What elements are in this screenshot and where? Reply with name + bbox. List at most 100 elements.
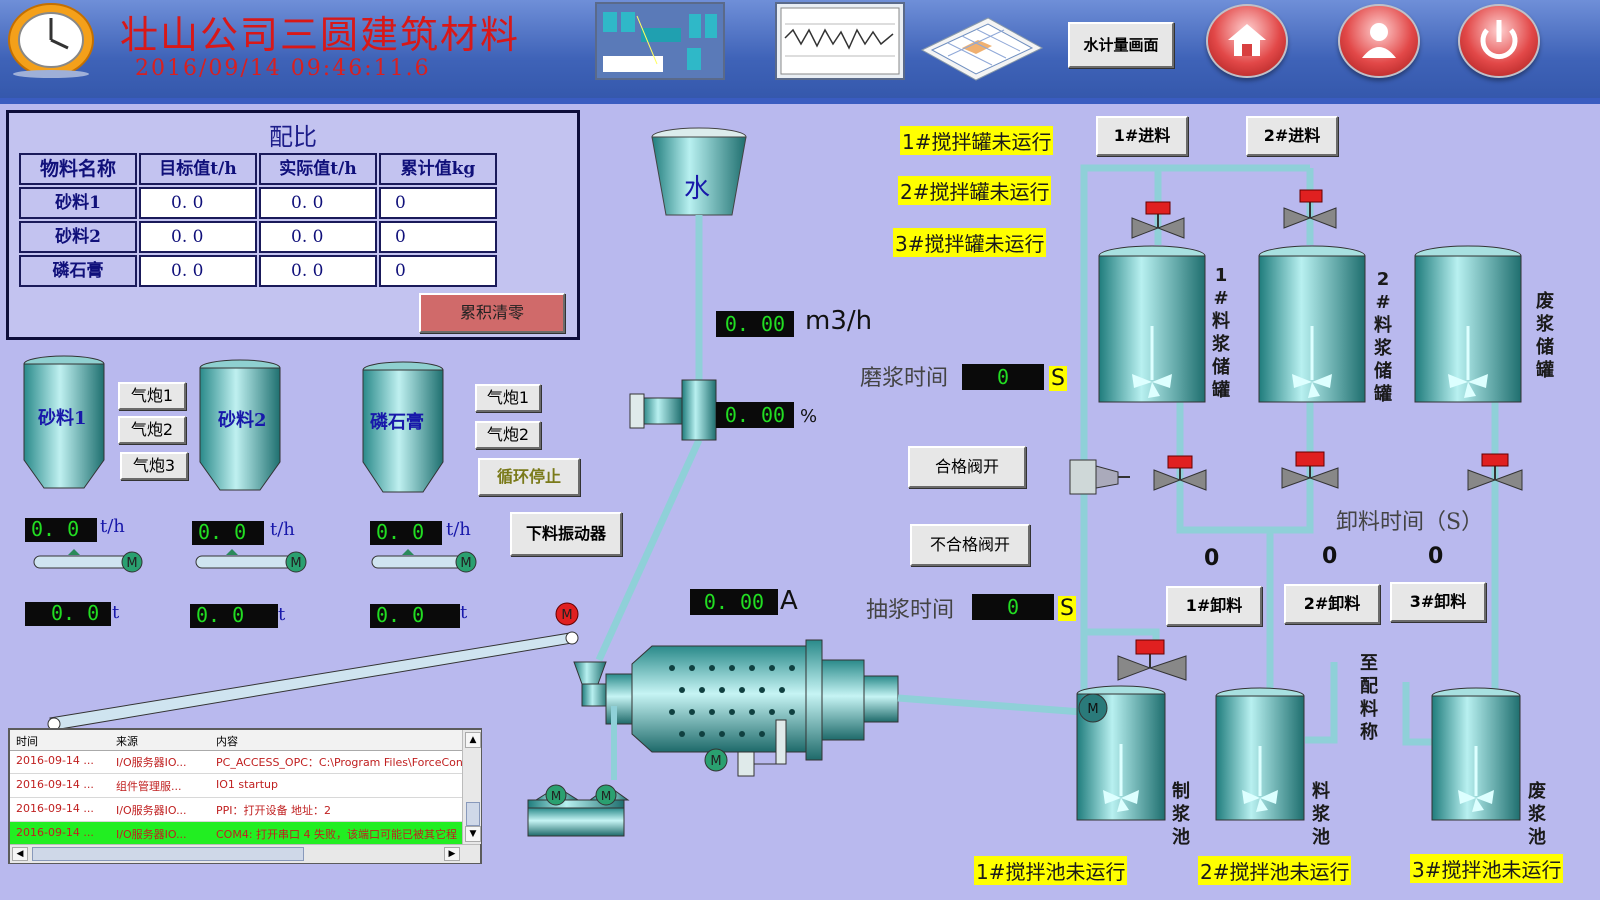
svg-text:M: M	[460, 556, 471, 571]
valve-1-discharge	[1153, 455, 1207, 491]
log-vertical-scrollbar[interactable]: ▲ ▼	[462, 730, 481, 844]
user-icon[interactable]	[1338, 4, 1420, 78]
log-source: I/O服务器IO...	[116, 756, 187, 769]
mixer-1-status: 1#搅拌罐未运行	[900, 126, 1054, 155]
event-log-header: 时间 来源 内容	[10, 730, 462, 751]
air-cannon-3-button[interactable]: 气炮3	[120, 452, 188, 480]
storage-tank-waste-label-text: 废浆储罐	[1536, 291, 1554, 381]
silo-sand2	[199, 359, 281, 491]
feed-vibrator-button[interactable]: 下料振动器	[510, 512, 622, 556]
sand2-total-display: 0. 0	[190, 604, 278, 628]
storage-tank-waste-label: 废浆储罐	[1534, 290, 1556, 382]
water-meter-button[interactable]: 水计量画面	[1068, 22, 1174, 68]
valve-opening-display: 0. 00	[716, 402, 794, 428]
material-name: 砂料1	[19, 187, 137, 219]
water-flow-unit: m3/h	[805, 306, 873, 336]
svg-text:M: M	[1087, 702, 1098, 717]
valve-2-discharge	[1281, 451, 1339, 489]
process-overview-thumbnail[interactable]	[595, 2, 725, 80]
log-time: 2016-09-14 ...	[16, 778, 94, 791]
slurry-pumps: M M	[527, 784, 630, 837]
mill-drive-motor: M	[704, 719, 787, 777]
gypsum-total-display: 0. 0	[370, 604, 460, 628]
mixer-3-status: 3#搅拌罐未运行	[893, 228, 1047, 257]
silos-graphic	[23, 355, 444, 493]
actual-value: 0. 0	[259, 255, 377, 287]
log-row[interactable]: 2016-09-14 ... I/O服务器IO... PC_ACCESS_OPC…	[10, 750, 462, 774]
log-row[interactable]: 2016-09-14 ... 组件管理服... IO1 startup	[10, 774, 462, 798]
log-row[interactable]: 2016-09-14 ... I/O服务器IO... PPI：打开设备 地址：2	[10, 798, 462, 822]
target-value: 0. 0	[139, 221, 257, 253]
scroll-thumb[interactable]	[466, 802, 480, 826]
valve-2-feed	[1283, 189, 1337, 229]
svg-text:M: M	[601, 789, 611, 803]
slurry-pool	[1215, 687, 1305, 821]
qualified-valve-open-button[interactable]: 合格阀开	[908, 446, 1026, 488]
actual-value: 0. 0	[259, 187, 377, 219]
log-col-source: 来源	[116, 735, 138, 748]
silo-gypsum	[362, 361, 444, 493]
svg-text:M: M	[551, 789, 561, 803]
log-source: I/O服务器IO...	[116, 804, 187, 817]
total-value: 0	[379, 255, 497, 287]
home-icon[interactable]	[1206, 4, 1288, 78]
event-log: 时间 来源 内容 2016-09-14 ... I/O服务器IO... PC_A…	[8, 728, 482, 864]
main-belt-conveyor	[47, 631, 579, 731]
scroll-thumb-horizontal[interactable]	[32, 847, 304, 861]
scroll-up-icon[interactable]: ▲	[465, 732, 481, 748]
sand2-total-unit: t	[278, 604, 286, 625]
gypsum-air-cannon-2-button[interactable]: 气炮2	[475, 421, 541, 449]
svg-text:M: M	[561, 608, 572, 623]
gypsum-air-cannon-1-button[interactable]: 气炮1	[475, 384, 541, 412]
gypsum-rate-unit: t/h	[446, 519, 471, 540]
pulping-pool-label-text: 制浆池	[1172, 781, 1190, 848]
col-header-material: 物料名称	[19, 153, 137, 185]
silo-label-sand1: 砂料1	[38, 408, 87, 429]
scroll-down-icon[interactable]: ▼	[465, 826, 481, 842]
feed-1-button[interactable]: 1#进料	[1096, 116, 1188, 156]
air-cannon-1-button[interactable]: 气炮1	[118, 382, 186, 410]
conveyor-motor-alarm-icon: M	[555, 602, 579, 626]
sand1-rate-display: 0. 0	[25, 518, 97, 542]
air-cannon-2-button[interactable]: 气炮2	[118, 416, 186, 444]
cycle-stop-button[interactable]: 循环停止	[478, 458, 580, 496]
pool-3-status: 3#搅拌池未运行	[1410, 854, 1564, 883]
pulping-pool-label: 制浆池	[1170, 780, 1192, 849]
waste-pool-label-text: 废浆池	[1528, 781, 1546, 848]
total-value: 0	[379, 221, 497, 253]
grind-time-display: 0	[962, 364, 1044, 390]
log-content: PC_ACCESS_OPC：C:\Program Files\ForceCont…	[216, 756, 462, 769]
mill-current-unit: A	[780, 586, 798, 616]
col-header-actual: 实际值t/h	[259, 153, 377, 185]
feed-2-button[interactable]: 2#进料	[1246, 116, 1338, 156]
pool-2-status: 2#搅拌池未运行	[1198, 856, 1352, 885]
ratio-panel: 配比 物料名称 目标值t/h 实际值t/h 累计值kg 砂料1 0. 0 0. …	[6, 110, 580, 340]
valve-opening-unit: %	[800, 406, 818, 427]
report-table-icon[interactable]	[918, 10, 1046, 82]
valve-3-discharge	[1467, 453, 1523, 491]
silo-sand1	[23, 355, 105, 489]
svg-text:M: M	[290, 556, 301, 571]
log-row-highlighted[interactable]: 2016-09-14 ... I/O服务器IO... COM4: 打开串口 4 …	[10, 822, 462, 846]
sand2-belt-conveyor: M	[195, 549, 307, 573]
power-icon[interactable]	[1458, 4, 1540, 78]
slurry-pool-label-text: 料浆池	[1312, 781, 1330, 848]
scroll-left-icon[interactable]: ◀	[12, 847, 28, 861]
unqualified-valve-open-button[interactable]: 不合格阀开	[910, 524, 1030, 566]
silo-label-sand2: 砂料2	[218, 410, 267, 431]
silo-belt-conveyors: M M M	[33, 549, 477, 573]
clear-total-button[interactable]: 累积清零	[419, 293, 565, 333]
discharge-1-button[interactable]: 1#卸料	[1166, 586, 1262, 626]
gypsum-rate-display: 0. 0	[370, 521, 442, 545]
sand2-rate-display: 0. 0	[192, 521, 264, 545]
water-pipe	[595, 215, 703, 662]
header-divider	[0, 98, 1600, 104]
discharge-3-button[interactable]: 3#卸料	[1390, 582, 1486, 622]
storage-tank-2-label-text: 2#料浆储罐	[1374, 269, 1392, 405]
mixer-2-status: 2#搅拌罐未运行	[898, 176, 1052, 205]
log-horizontal-scrollbar[interactable]: ◀ ▶	[10, 844, 480, 863]
scroll-right-icon[interactable]: ▶	[444, 847, 460, 861]
discharge-3-time: 0	[1428, 544, 1444, 569]
discharge-2-button[interactable]: 2#卸料	[1284, 584, 1380, 624]
trend-chart-thumbnail[interactable]	[775, 2, 905, 80]
